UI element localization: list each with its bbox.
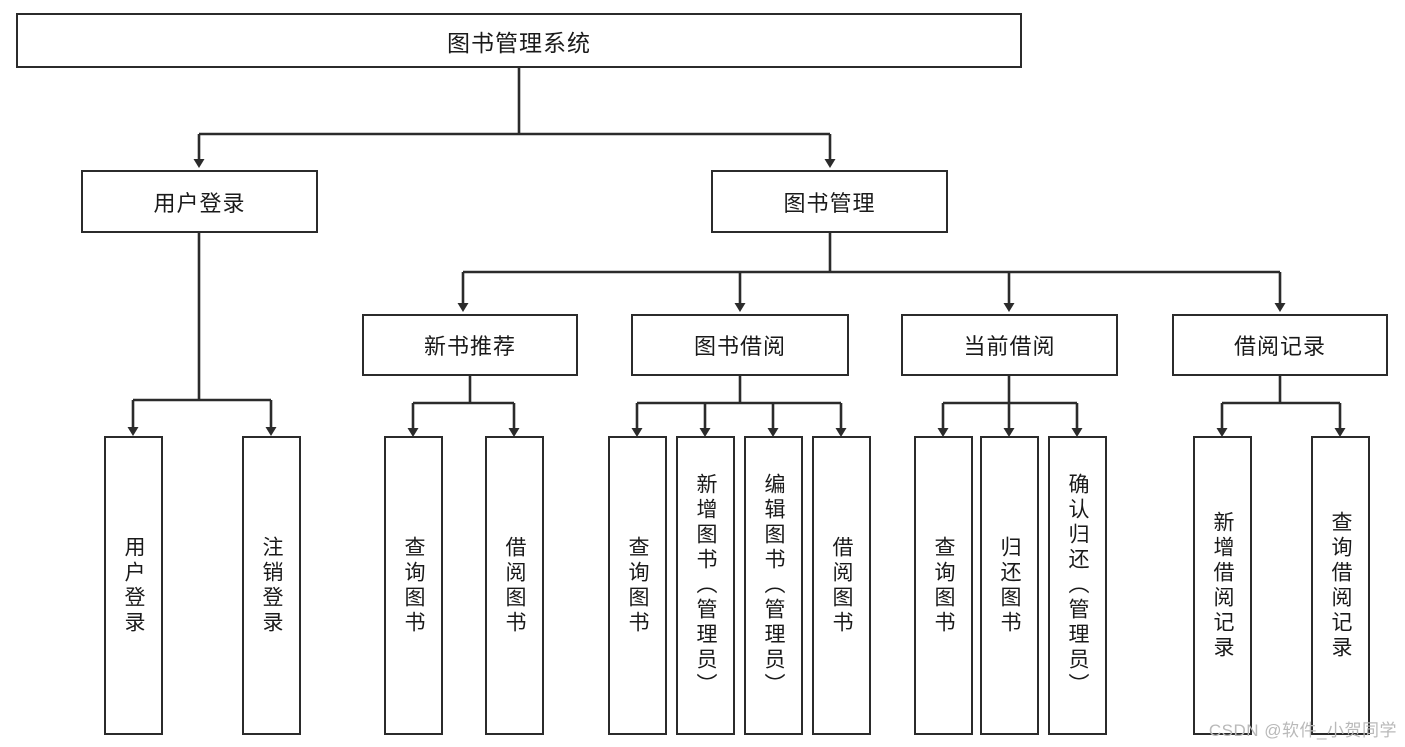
node-leaf-edit-book[interactable]: 编辑图书（管理员） <box>744 436 803 735</box>
node-label: 用户登录 <box>122 535 145 636</box>
watermark-text: CSDN @软件_小贺同学 <box>1208 721 1397 740</box>
node-label: 查询图书 <box>932 535 955 636</box>
node-label: 注销登录 <box>260 535 283 636</box>
node-leaf-borrow-book-2[interactable]: 借阅图书 <box>812 436 871 735</box>
node-label: 借阅图书 <box>830 535 853 636</box>
node-leaf-borrow-book-1[interactable]: 借阅图书 <box>485 436 544 735</box>
node-leaf-confirm-return[interactable]: 确认归还（管理员） <box>1048 436 1107 735</box>
node-label: 新增借阅记录 <box>1211 510 1234 661</box>
node-label: 图书管理系统 <box>447 29 591 56</box>
node-label: 当前借阅 <box>963 334 1056 359</box>
node-book-management[interactable]: 图书管理 <box>711 170 948 233</box>
node-current-borrow[interactable]: 当前借阅 <box>901 314 1118 376</box>
node-label: 查询图书 <box>626 535 649 636</box>
node-leaf-logout-login[interactable]: 注销登录 <box>242 436 301 735</box>
node-label: 归还图书 <box>998 535 1021 636</box>
node-leaf-return-book[interactable]: 归还图书 <box>980 436 1039 735</box>
node-leaf-add-borrow-record[interactable]: 新增借阅记录 <box>1193 436 1252 735</box>
node-label: 用户登录 <box>153 190 246 216</box>
node-root-book-management-system[interactable]: 图书管理系统 <box>16 13 1022 68</box>
node-leaf-query-book-1[interactable]: 查询图书 <box>384 436 443 735</box>
node-label: 编辑图书（管理员） <box>762 473 785 698</box>
node-label: 借阅记录 <box>1233 334 1326 359</box>
node-label: 查询图书 <box>402 535 425 636</box>
node-book-borrow[interactable]: 图书借阅 <box>631 314 849 376</box>
node-label: 图书借阅 <box>693 334 786 359</box>
node-label: 新增图书（管理员） <box>694 473 717 698</box>
node-leaf-query-book-2[interactable]: 查询图书 <box>608 436 667 735</box>
node-leaf-query-book-3[interactable]: 查询图书 <box>914 436 973 735</box>
node-user-login[interactable]: 用户登录 <box>81 170 318 233</box>
node-label: 查询借阅记录 <box>1329 510 1352 661</box>
node-label: 新书推荐 <box>423 334 516 359</box>
node-label: 借阅图书 <box>503 535 526 636</box>
node-label: 图书管理 <box>783 190 876 216</box>
node-leaf-user-login[interactable]: 用户登录 <box>104 436 163 735</box>
node-borrow-record[interactable]: 借阅记录 <box>1172 314 1388 376</box>
node-new-book-recommend[interactable]: 新书推荐 <box>362 314 578 376</box>
node-label: 确认归还（管理员） <box>1066 473 1089 698</box>
node-leaf-add-book[interactable]: 新增图书（管理员） <box>676 436 735 735</box>
node-leaf-query-borrow-record[interactable]: 查询借阅记录 <box>1311 436 1370 735</box>
